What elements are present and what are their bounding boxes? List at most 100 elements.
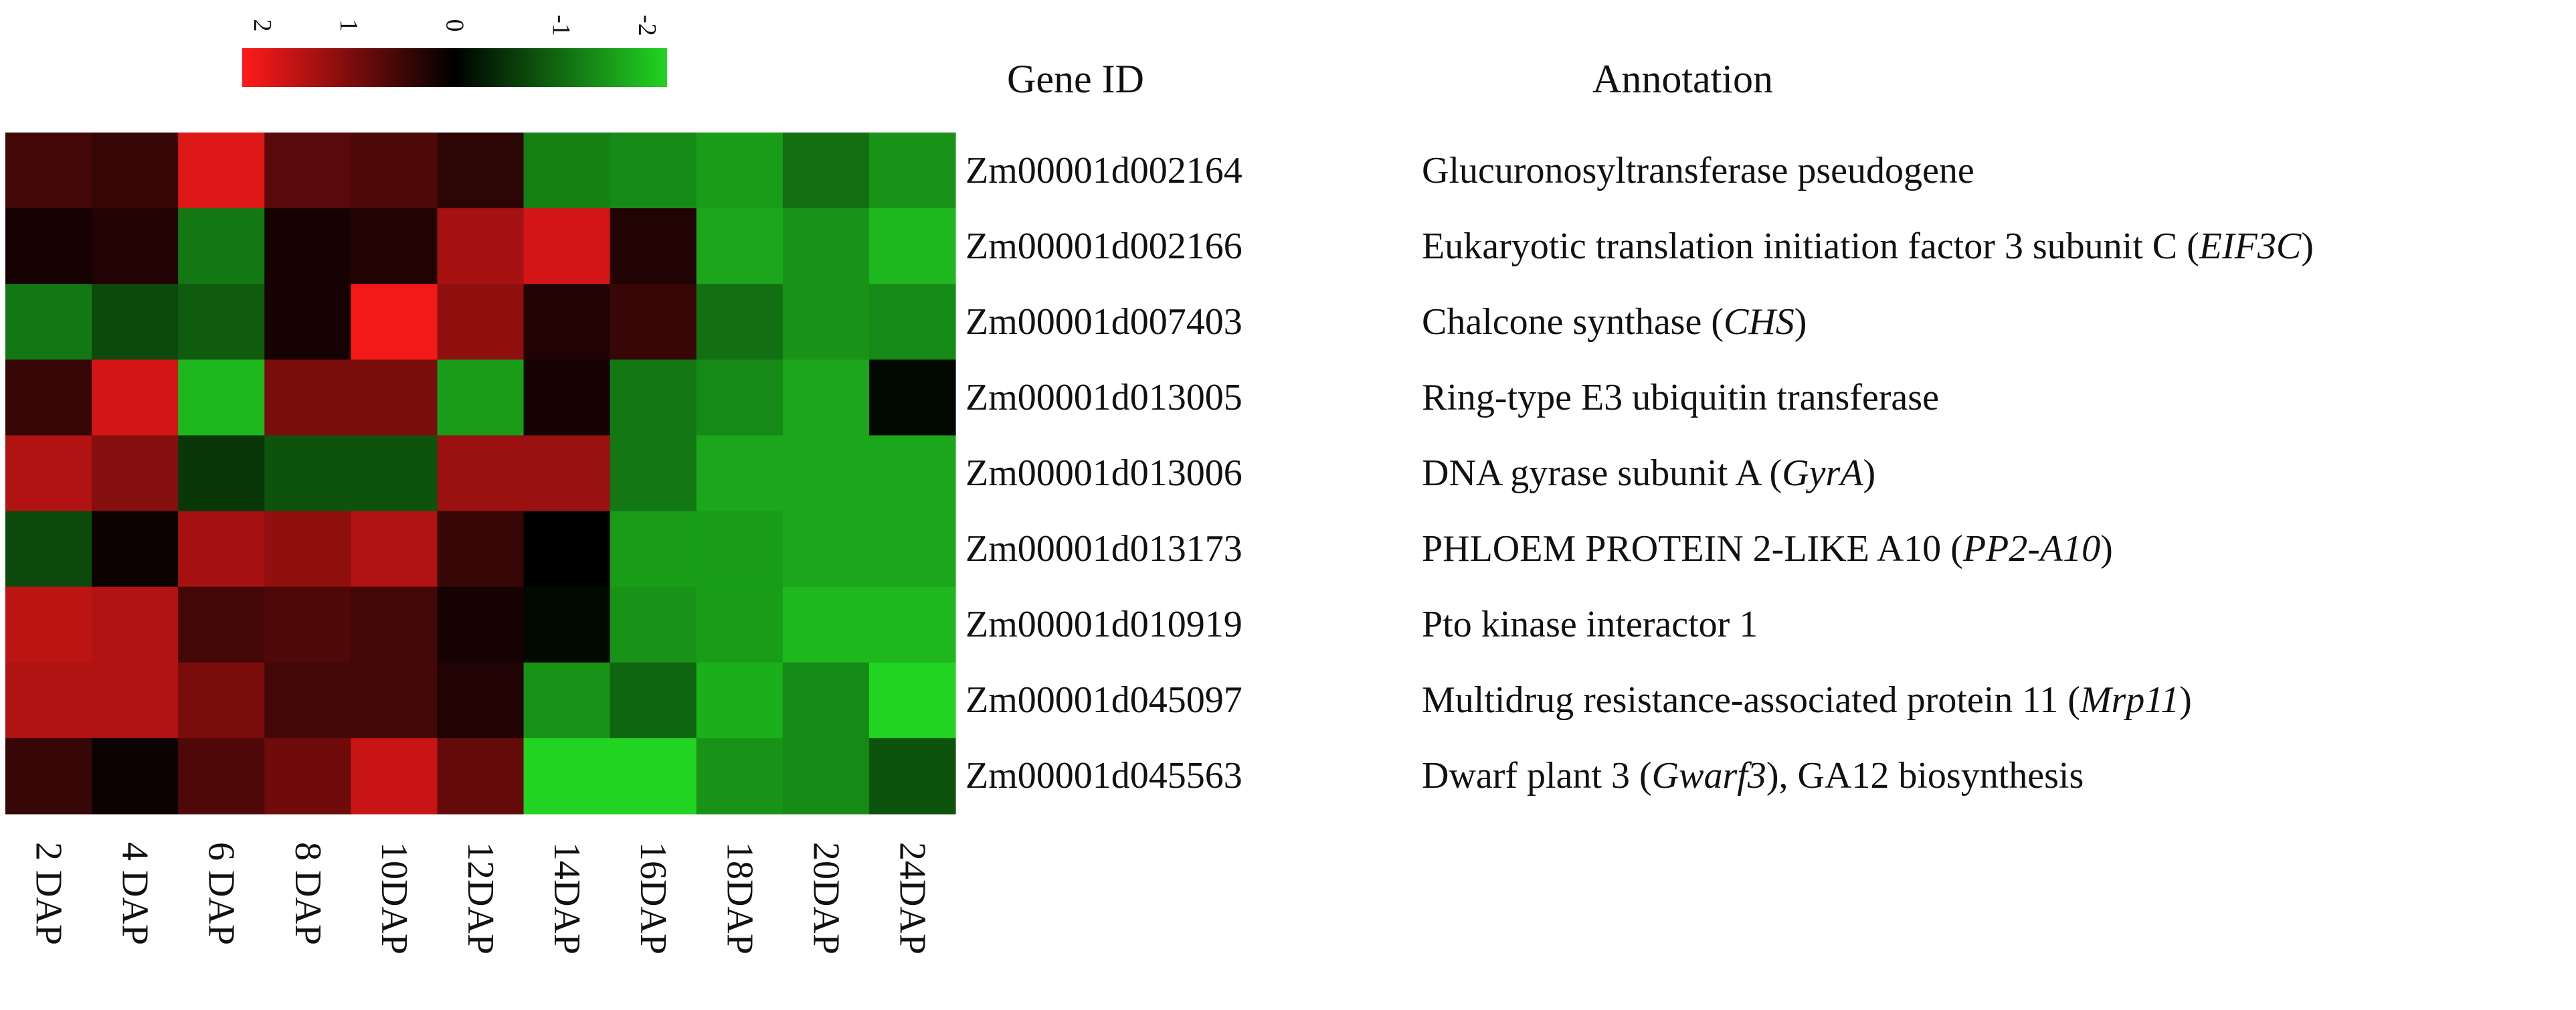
heatmap-cell <box>5 359 92 436</box>
heatmap-cell <box>523 208 611 284</box>
heatmap-cell <box>351 208 438 284</box>
annotation-text: ), GA12 biosynthesis <box>1766 755 2084 797</box>
heatmap-cell <box>610 284 697 360</box>
heatmap-cell <box>351 359 438 436</box>
heatmap-cell <box>610 208 697 284</box>
heatmap-cell <box>437 133 525 209</box>
x-tick-label: 16DAP <box>632 842 674 954</box>
heatmap-cell <box>92 133 179 209</box>
gene-symbol: PP2-A10 <box>1962 528 2101 570</box>
heatmap-cell <box>92 738 179 815</box>
heatmap-cell <box>868 359 956 436</box>
x-tick-label: 6 DAP <box>201 842 242 945</box>
heatmap-cell <box>351 586 438 663</box>
heatmap-cell <box>782 435 870 512</box>
heatmap-cell <box>264 284 351 360</box>
heatmap-cell <box>868 435 956 512</box>
heatmap-cell <box>437 284 525 360</box>
x-tick-label: 8 DAP <box>287 842 329 945</box>
heatmap-cell <box>178 738 265 815</box>
heatmap-cell <box>868 133 956 209</box>
gene-id: Zm00001d007403 <box>965 301 1243 343</box>
x-tick-label: 4 DAP <box>114 842 156 945</box>
colorbar-tick-label: 0 <box>441 19 469 32</box>
annotation-text: Ring-type E3 ubiquitin transferase <box>1422 376 1939 418</box>
x-tick-label: 20DAP <box>805 842 846 954</box>
heatmap-cell <box>868 511 956 588</box>
gene-id: Zm00001d045563 <box>965 755 1243 797</box>
heatmap-cell <box>264 586 351 663</box>
heatmap-cell <box>264 133 351 209</box>
heatmap-cell <box>523 662 611 739</box>
heatmap-cell <box>92 359 179 436</box>
heatmap-cell <box>5 133 92 209</box>
heatmap-cell <box>264 738 351 815</box>
colorbar-tick-label: -2 <box>633 15 661 36</box>
heatmap-cell <box>610 511 697 588</box>
gene-symbol: Mrp11 <box>2080 679 2180 722</box>
gene-annotation: Eukaryotic translation initiation factor… <box>1422 228 2314 265</box>
x-tick-label: 18DAP <box>719 842 760 954</box>
heatmap-cell <box>782 133 870 209</box>
heatmap-cell <box>351 738 438 815</box>
gene-id: Zm00001d010919 <box>965 604 1243 646</box>
heatmap-cell <box>610 738 697 815</box>
x-tick-label: 10DAP <box>373 842 415 954</box>
heatmap-cell <box>523 586 611 663</box>
gene-annotation: Multidrug resistance-associated protein … <box>1422 681 2192 719</box>
heatmap-cell <box>264 435 351 512</box>
gene-id: Zm00001d002166 <box>965 225 1243 267</box>
heatmap-cell <box>92 662 179 739</box>
heatmap-cell <box>264 662 351 739</box>
x-tick-label: 14DAP <box>546 842 587 954</box>
heatmap-cell <box>437 359 525 436</box>
heatmap-cell <box>696 586 784 663</box>
gene-symbol: GyrA <box>1782 452 1863 494</box>
heatmap-cell <box>5 208 92 284</box>
heatmap-cell <box>610 133 697 209</box>
annotation-text: ) <box>2301 225 2314 267</box>
heatmap-cell <box>92 284 179 360</box>
heatmap-cell <box>5 435 92 512</box>
annotation-text: DNA gyrase subunit A ( <box>1422 452 1782 494</box>
heatmap-cell <box>610 662 697 739</box>
gene-id: Zm00001d045097 <box>965 679 1243 722</box>
heatmap-cell <box>178 284 265 360</box>
colorbar-gradient <box>242 48 667 87</box>
heatmap-cell <box>610 359 697 436</box>
x-tick-label: 24DAP <box>891 842 933 954</box>
gene-symbol: Gwarf3 <box>1651 755 1766 797</box>
heatmap-cells <box>5 133 956 815</box>
heatmap-cell <box>610 586 697 663</box>
heatmap-cell <box>782 511 870 588</box>
heatmap-cell <box>696 738 784 815</box>
heatmap-cell <box>351 284 438 360</box>
heatmap-cell <box>5 511 92 588</box>
heatmap-cell <box>523 284 611 360</box>
heatmap-cell <box>523 133 611 209</box>
heatmap-cell <box>351 662 438 739</box>
heatmap-cell <box>782 662 870 739</box>
heatmap-cell <box>782 284 870 360</box>
gene-annotation: DNA gyrase subunit A (GyrA) <box>1422 454 1875 492</box>
gene-id: Zm00001d013006 <box>965 452 1243 494</box>
heatmap-cell <box>782 208 870 284</box>
heatmap-cell <box>782 586 870 663</box>
heatmap-cell <box>696 435 784 512</box>
heatmap-cell <box>178 662 265 739</box>
heatmap-cell <box>92 435 179 512</box>
annotation-text: Glucuronosyltransferase pseudogene <box>1422 149 1974 191</box>
heatmap-cell <box>5 586 92 663</box>
heatmap-cell <box>523 359 611 436</box>
heatmap-cell <box>868 284 956 360</box>
heatmap-cell <box>178 208 265 284</box>
annotation-text: ) <box>1863 452 1876 494</box>
annotation-text: PHLOEM PROTEIN 2-LIKE A10 ( <box>1422 528 1963 570</box>
heatmap-cell <box>437 511 525 588</box>
annotation-text: ) <box>2100 528 2113 570</box>
heatmap-cell <box>178 511 265 588</box>
heatmap-cell <box>782 738 870 815</box>
annotation-text: ) <box>2179 679 2192 722</box>
